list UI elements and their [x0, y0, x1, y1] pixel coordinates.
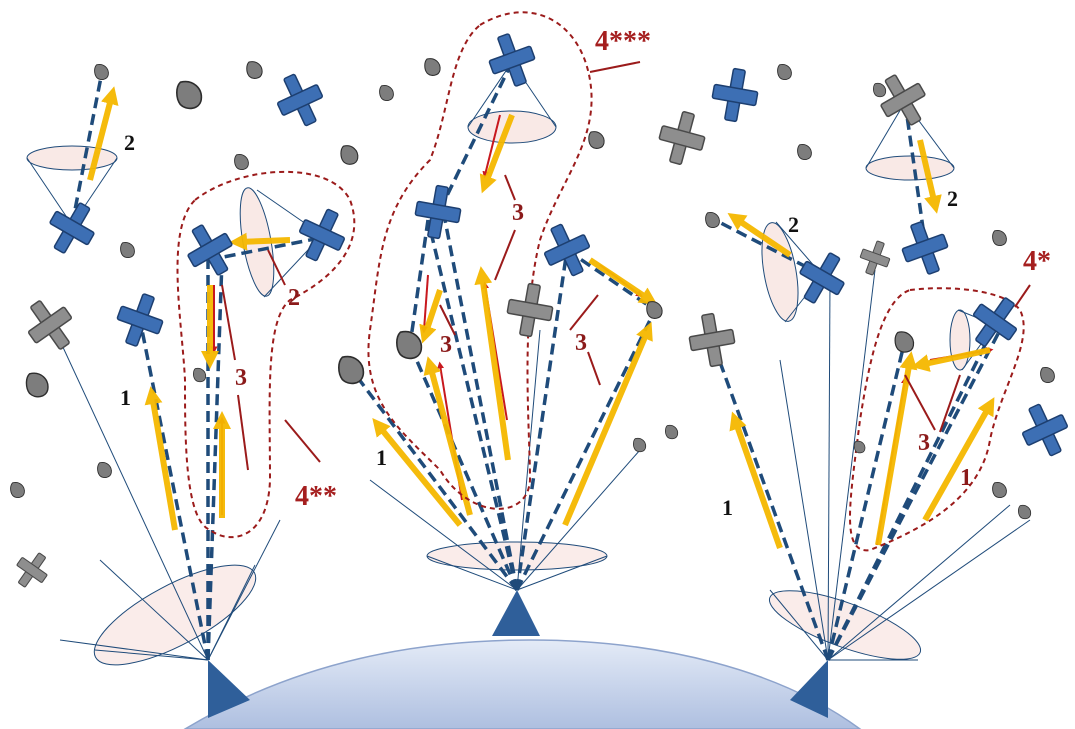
label-1-left: 1: [120, 385, 131, 410]
label-3-center-top: 3: [512, 200, 524, 226]
thin-beams: [54, 269, 1031, 661]
satellite-cones: [26, 61, 996, 371]
label-2-right-mid: 2: [788, 212, 799, 237]
label-1-right-red: 1: [960, 465, 972, 491]
group-4-3star-outline: [367, 11, 593, 510]
label-1-center: 1: [376, 445, 387, 470]
group-outlines: [176, 11, 1025, 552]
earth: [183, 639, 862, 729]
yellow-arrows: [87, 86, 995, 549]
label-2-left: 2: [124, 130, 135, 155]
label-group-4-star: 4*: [1023, 246, 1051, 277]
group-4-2star-outline: [176, 170, 356, 539]
label-3-center-right: 3: [575, 330, 587, 356]
label-3-right: 3: [918, 430, 930, 456]
leader-lines: [221, 61, 1031, 471]
label-group-4-3star: 4***: [595, 26, 651, 57]
label-2-left-group: 2: [288, 285, 300, 311]
label-3-left: 3: [235, 365, 247, 391]
dashed-links: [70, 61, 1002, 661]
label-3-center-mid: 3: [440, 332, 452, 358]
label-2-right-top: 2: [947, 186, 958, 211]
label-1-right: 1: [722, 495, 733, 520]
label-group-4-2star: 4**: [295, 481, 337, 512]
labels: 1 1 1 1 2 2 2 2 3 3 3 3 3 4* 4** 4***: [120, 26, 1051, 520]
ground-stations: [208, 590, 828, 718]
